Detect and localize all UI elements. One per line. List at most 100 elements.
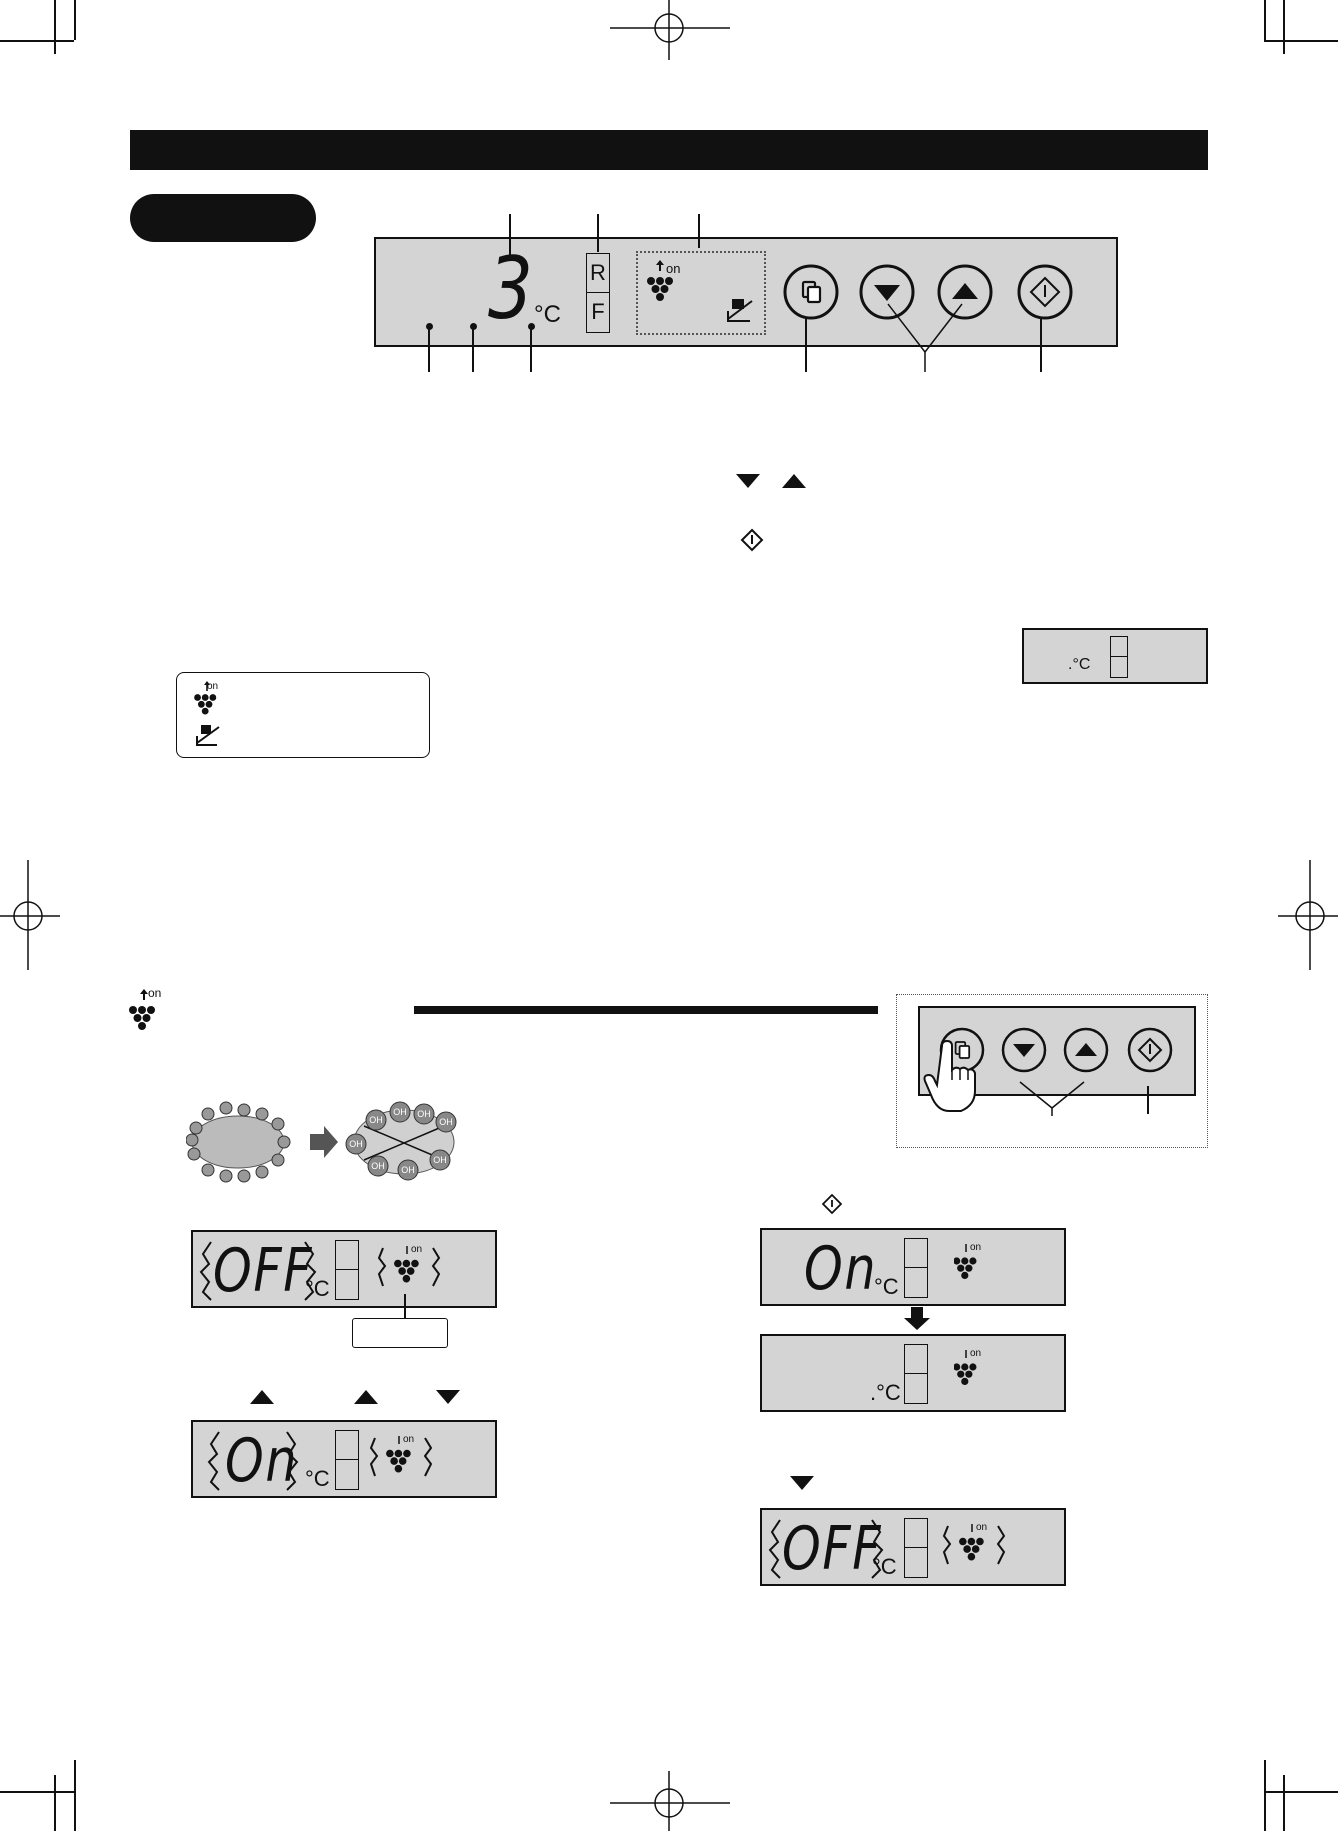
lcd-off-display: OFF °C on (191, 1230, 497, 1308)
rf-indicator-f: F (591, 299, 605, 324)
set-icon (822, 1194, 842, 1214)
lcd-unit: °C (872, 1554, 897, 1579)
lcd-on-display: On °C on (191, 1420, 497, 1498)
down-button[interactable] (858, 263, 916, 321)
up-button[interactable] (1062, 1026, 1110, 1074)
leader-line (530, 328, 532, 372)
set-button[interactable] (1016, 263, 1074, 321)
legend-on-label: on (207, 681, 219, 692)
crop-mark (1283, 1775, 1285, 1831)
registration-mark (1278, 860, 1338, 970)
temperature-readout: 3 (488, 239, 535, 339)
plasmacluster-icon (954, 1244, 977, 1279)
lcd-small: .°C (1022, 628, 1208, 684)
crop-mark (0, 40, 74, 42)
select-button[interactable] (782, 263, 840, 321)
header-bar (130, 130, 1208, 170)
leader-line (597, 214, 599, 252)
lcd-on-label: on (411, 1244, 423, 1255)
lcd-on-label: on (403, 1434, 415, 1445)
section-pill (130, 194, 316, 242)
blink-bracket-left (768, 1519, 781, 1579)
indicator-dot-3 (528, 323, 535, 330)
callout-line (404, 1294, 406, 1318)
control-panel: 3 °C R F on (374, 237, 1118, 347)
crop-mark (1283, 0, 1285, 54)
ion-label: OH (439, 1117, 453, 1127)
rf-indicator (1110, 636, 1128, 678)
ion-label: OH (417, 1109, 431, 1119)
lcd-text: On (225, 1426, 299, 1496)
plasmacluster-on-indicator: on (646, 259, 706, 309)
blink-bracket-left (199, 1241, 212, 1301)
indicator-dot-1 (426, 323, 433, 330)
up-triangle-icon (250, 1390, 274, 1404)
up-triangle-icon (354, 1390, 378, 1404)
temperature-unit: °C (534, 301, 561, 328)
down-triangle-icon (736, 474, 760, 488)
down-button[interactable] (1000, 1026, 1048, 1074)
up-button[interactable] (936, 263, 994, 321)
down-triangle-icon (790, 1476, 814, 1490)
lcd-unit: °C (305, 1466, 330, 1491)
blink-bracket-left (207, 1431, 220, 1491)
ion-label: OH (371, 1161, 385, 1171)
leader-line (472, 328, 474, 372)
pointing-hand-icon (923, 1040, 976, 1112)
leader-line (1147, 1086, 1149, 1114)
plasmacluster-icon (954, 1350, 977, 1385)
lcd-off-confirm-display: OFF °C on (760, 1508, 1066, 1586)
blink-bracket-right (871, 1519, 884, 1579)
registration-mark (0, 860, 60, 970)
crop-mark (1264, 1760, 1266, 1831)
blink-bracket-right (304, 1241, 317, 1301)
door-alarm-icon (727, 299, 753, 322)
callout-box (352, 1318, 448, 1348)
plasmacluster-icon (129, 989, 155, 1030)
lcd-unit: °C (874, 1274, 899, 1299)
plasmacluster-icon (647, 260, 673, 301)
crop-mark (1264, 40, 1338, 42)
crop-mark (54, 1775, 56, 1831)
on-label: on (666, 261, 681, 276)
leader-line (428, 328, 430, 372)
up-triangle-icon (952, 283, 978, 299)
button-diagram-frame (896, 994, 1208, 1148)
registration-mark (610, 0, 730, 60)
lcd-on-label: on (970, 1242, 982, 1253)
blink-bracket-right (286, 1431, 299, 1491)
rf-indicator (904, 1344, 928, 1404)
leader-line (698, 214, 700, 248)
lcd-on-confirm-display: On °C on (760, 1228, 1066, 1306)
lcd-on-label: on (976, 1522, 988, 1533)
rf-indicator (335, 1240, 359, 1300)
ion-label: OH (349, 1139, 363, 1149)
lcd-text: OFF (782, 1514, 883, 1584)
lcd-unit: .°C (870, 1380, 901, 1405)
ion-illustration: OH OH OH OH OH OH OH OH (186, 1101, 457, 1183)
plasmacluster-icon (194, 681, 217, 715)
down-arrow-icon (904, 1307, 930, 1330)
crop-mark (1264, 0, 1266, 40)
crop-mark (74, 1760, 76, 1831)
leader-line (1040, 318, 1042, 372)
icon-legend: on (176, 672, 430, 758)
crop-mark (1264, 1791, 1338, 1793)
ion-label: OH (401, 1165, 415, 1175)
leader-line (805, 318, 807, 372)
crop-mark (74, 0, 76, 40)
ion-label: OH (393, 1107, 407, 1117)
rf-indicator (904, 1238, 928, 1298)
up-triangle-icon (782, 474, 806, 488)
leader-line (887, 303, 963, 372)
plasmacluster-blinking-icon (377, 1246, 441, 1287)
lcd-small-unit: .°C (1068, 656, 1091, 673)
rf-indicator: R F (586, 253, 610, 333)
down-triangle-icon (436, 1390, 460, 1404)
ion-label: OH (369, 1115, 383, 1125)
header-title (130, 137, 144, 162)
set-button[interactable] (1126, 1026, 1174, 1074)
rf-indicator (335, 1430, 359, 1490)
lcd-unit: °C (305, 1276, 330, 1301)
leader-line (1019, 1081, 1085, 1116)
